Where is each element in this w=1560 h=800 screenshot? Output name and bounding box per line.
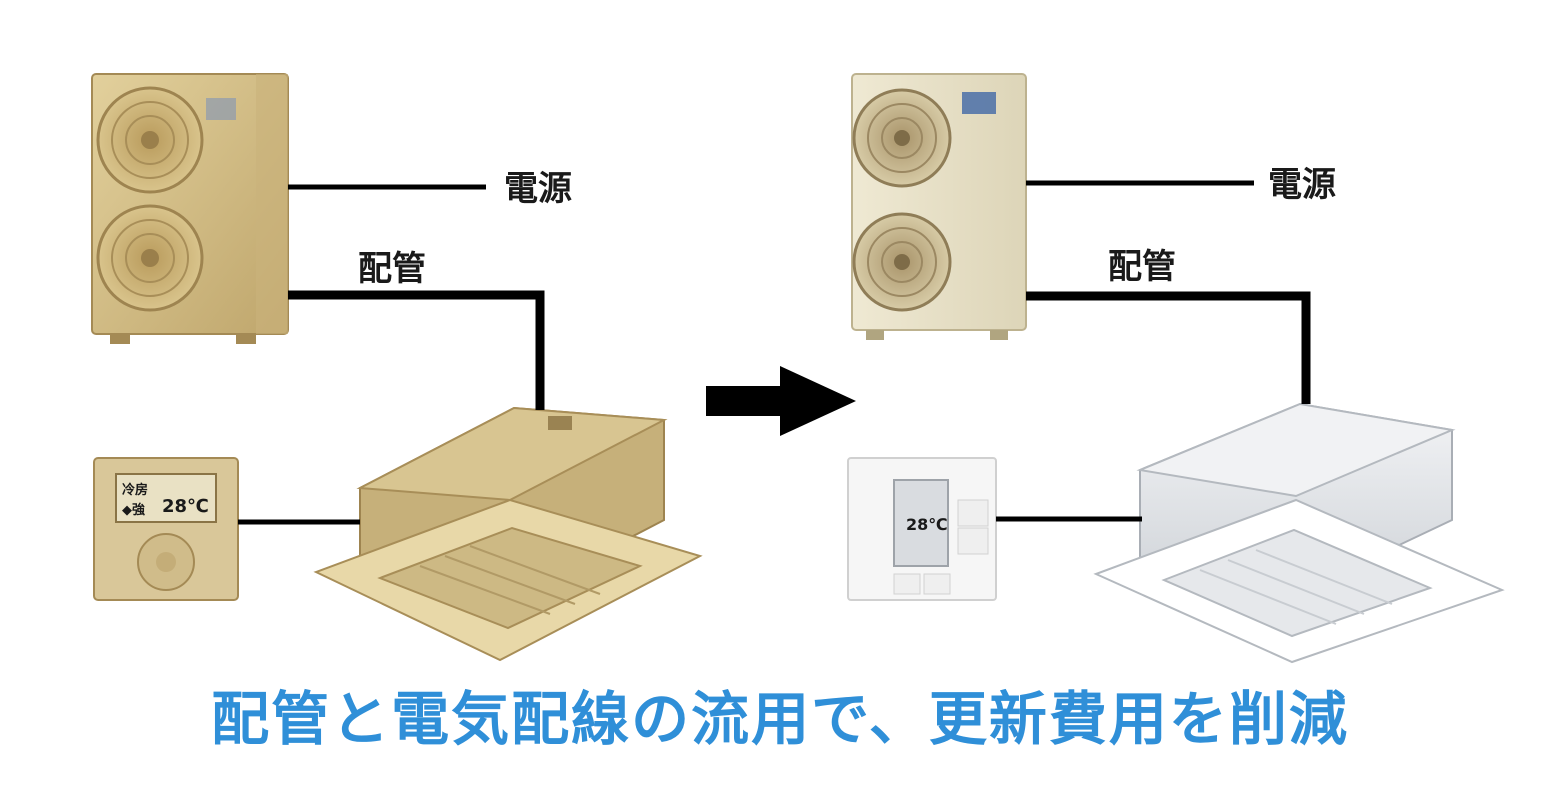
new-power-label: 電源 xyxy=(1268,165,1336,205)
new-piping-line xyxy=(1026,291,1311,404)
old-lines xyxy=(238,184,545,525)
old-remote-screen xyxy=(115,473,217,523)
new-remote-left-icon xyxy=(893,573,921,595)
old-piping-line xyxy=(288,290,545,410)
old-outdoor-fan-top-icon xyxy=(96,86,204,194)
old-indoor-unit xyxy=(313,406,703,662)
new-remote-screen xyxy=(893,479,949,567)
new-outdoor-fan-top-icon xyxy=(852,88,952,188)
new-indoor-unit xyxy=(1093,402,1505,664)
old-outdoor-fan-bottom-icon xyxy=(96,204,204,312)
new-outdoor-fan-bottom-icon xyxy=(852,212,952,312)
old-remote-mode-2: ◆強 xyxy=(122,502,145,518)
old-remote-temp: 28℃ xyxy=(162,496,209,517)
new-system: 28℃ 電源 配管 xyxy=(847,73,1505,664)
new-remote-right-icon xyxy=(923,573,951,595)
new-remote-controller: 28℃ xyxy=(847,457,997,601)
old-outdoor-logo xyxy=(206,98,236,120)
caption: 配管と電気配線の流用で、更新費用を削減 xyxy=(211,685,1349,753)
old-system: 冷房 ◆強 28℃ 電源 配管 xyxy=(91,73,703,662)
old-remote-mode-1: 冷房 xyxy=(122,482,148,498)
new-piping-label: 配管 xyxy=(1108,247,1176,287)
old-outdoor-unit xyxy=(91,73,289,344)
new-remote-up-icon xyxy=(957,499,989,527)
new-outdoor-unit xyxy=(851,73,1027,340)
new-remote-down-icon xyxy=(957,527,989,555)
old-piping-label: 配管 xyxy=(358,249,426,289)
new-lines xyxy=(996,180,1311,522)
new-remote-temp: 28℃ xyxy=(906,515,948,534)
new-outdoor-logo xyxy=(962,92,996,114)
old-remote-controller: 冷房 ◆強 28℃ xyxy=(93,457,239,601)
old-power-label: 電源 xyxy=(504,169,572,209)
right-arrow-icon xyxy=(706,366,856,436)
